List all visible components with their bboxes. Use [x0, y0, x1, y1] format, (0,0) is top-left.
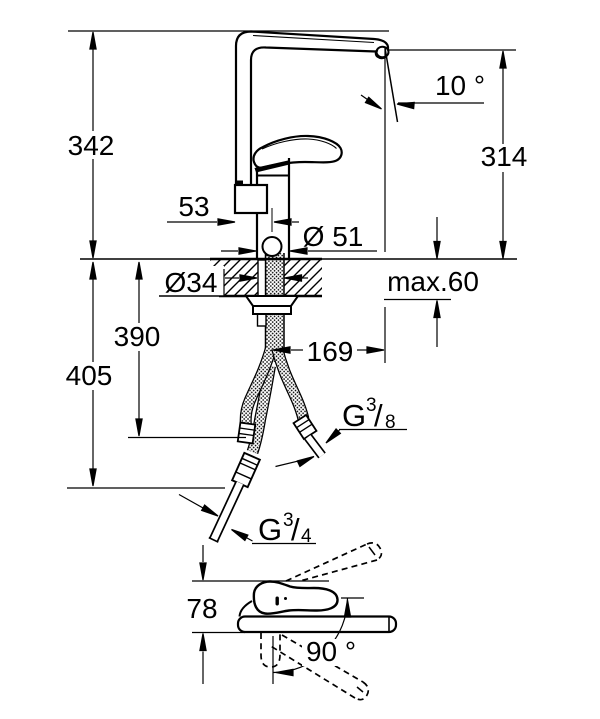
supply-thread-numerator: 3 — [366, 395, 377, 416]
supply-thread-letter: G — [342, 398, 366, 433]
dim-spout-reach: 169 — [307, 336, 354, 367]
dimension-labels: 342 314 10 ° 53 Ø 51 Ø34 max.60 390 405 … — [66, 70, 528, 667]
appliance-thread-letter: G — [258, 512, 282, 547]
appliance-hose — [208, 365, 276, 543]
supply-thread-slash: / — [374, 398, 383, 433]
dim-hose-end-2: 405 — [66, 360, 113, 391]
faucet-top-view — [236, 542, 398, 701]
supply-hose-left — [236, 346, 277, 445]
handle-lever — [252, 134, 343, 169]
dim-spout-outlet-height: 314 — [481, 141, 528, 172]
supply-thread-denominator: 8 — [385, 412, 396, 433]
dim-base-diameter: Ø 51 — [303, 221, 364, 252]
label-appliance-thread: G 3 / 4 — [258, 510, 312, 547]
supply-hose-right — [271, 346, 326, 459]
dim-front-to-axis: 53 — [178, 191, 209, 222]
faucet-side-view — [233, 30, 390, 259]
mounting-stud — [257, 259, 267, 297]
mounting-washer — [244, 295, 300, 307]
handle-swivel-dashed — [260, 542, 383, 701]
spout-outline — [234, 30, 390, 185]
label-supply-thread: G 3 / 8 — [342, 395, 396, 433]
spout-top-view — [236, 615, 398, 634]
dimension-annotations — [67, 30, 516, 684]
dim-swivel-angle: 90 ° — [306, 636, 356, 667]
appliance-thread-numerator: 3 — [283, 510, 294, 531]
dim-outlet-angle: 10 ° — [435, 70, 485, 101]
mounting-nut — [252, 305, 292, 315]
base-marker-circle — [261, 236, 283, 257]
dim-max-deck-thickness: max.60 — [387, 266, 479, 297]
handle-top-view — [252, 580, 339, 615]
body-front-block — [233, 183, 269, 215]
dim-handle-offset: 78 — [186, 593, 217, 624]
shank-and-hoses — [208, 253, 326, 543]
dim-hose-end-1: 390 — [114, 321, 161, 352]
appliance-thread-denominator: 4 — [301, 526, 312, 547]
appliance-thread-slash: / — [291, 512, 300, 547]
dim-overall-height: 342 — [68, 130, 115, 161]
dim-hole-diameter: Ø34 — [165, 267, 218, 298]
